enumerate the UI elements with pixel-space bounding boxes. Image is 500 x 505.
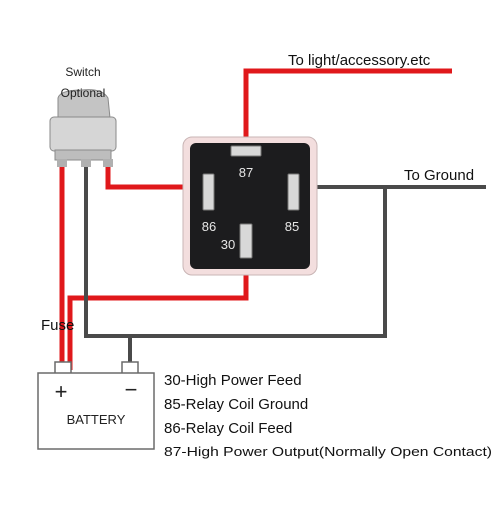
relay-body — [190, 143, 310, 269]
switch-terminal-right — [103, 159, 113, 167]
to-ground-label: To Ground — [404, 167, 474, 184]
pin-legend: 30-High Power Feed 85-Relay Coil Ground … — [164, 372, 492, 459]
terminal-85 — [287, 173, 300, 211]
wire-30-feed — [67, 255, 249, 370]
fuse-label: Fuse — [41, 317, 74, 334]
wire-switch-ground — [84, 165, 387, 338]
pin-label-86: 86 — [202, 219, 216, 234]
battery-plus-sign: + — [55, 379, 68, 404]
switch-body — [49, 116, 117, 152]
legend-item-85: 85-Relay Coil Ground — [164, 396, 308, 413]
wires — [59, 68, 486, 373]
battery-terminal-negative — [121, 361, 139, 375]
battery-body — [37, 372, 155, 450]
switch-rocker — [57, 89, 111, 119]
battery-minus-sign: − — [125, 377, 138, 402]
to-light-label: To light/accessory.etc — [288, 52, 431, 69]
optional-label: Optional — [61, 86, 106, 100]
terminal-87 — [230, 145, 262, 157]
legend-item-86: 86-Relay Coil Feed — [164, 420, 292, 437]
switch — [49, 89, 117, 167]
battery: + − BATTERY — [37, 361, 155, 450]
wire-87-to-light — [243, 68, 452, 143]
legend-item-87: 87-High Power Output(Normally Open Conta… — [164, 444, 492, 459]
battery-terminal-positive — [54, 361, 72, 375]
legend-item-30: 30-High Power Feed — [164, 372, 302, 389]
switch-terminal-middle — [81, 159, 91, 167]
switch-label: Switch — [65, 65, 100, 79]
terminal-86 — [202, 173, 215, 211]
switch-base — [54, 149, 112, 161]
relay: 87 86 85 30 — [182, 136, 318, 276]
battery-label: BATTERY — [67, 412, 126, 427]
pin-label-85: 85 — [285, 219, 299, 234]
wire-switch-to-86 — [105, 165, 215, 190]
switch-terminal-left — [57, 159, 67, 167]
pin-label-87: 87 — [239, 165, 253, 180]
pin-label-30: 30 — [221, 237, 235, 252]
terminal-30 — [239, 223, 253, 259]
